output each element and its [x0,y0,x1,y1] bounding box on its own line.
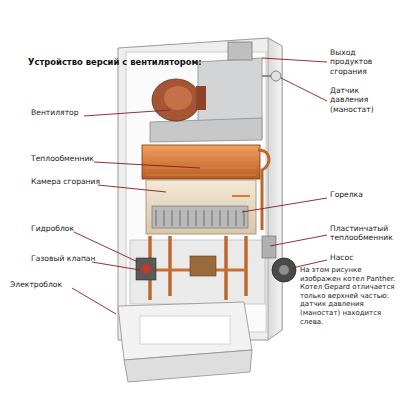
leader-line [72,288,116,314]
note-text: На этом рисунке изображен котел Panther.… [300,266,398,326]
leader-line [84,110,170,116]
combustion-chamber [146,180,256,234]
part-label: Камера сгорания [31,177,111,186]
part-label: Выход продуктов сгорания [330,48,390,76]
part-label: Горелка [330,190,390,199]
part-label: Насос [330,253,390,262]
leader-line [281,78,327,101]
part-label: Гидроблок [31,224,111,233]
leader-line [262,58,327,62]
leader-line [94,162,200,168]
leader-line [92,262,140,270]
part-label: Электроблок [10,280,90,289]
leader-line [242,198,327,212]
electronics-box [118,302,252,382]
leader-lines [72,58,327,314]
leader-line [270,235,327,246]
part-label: Вентилятор [31,108,111,117]
part-label: Газовый клапан [31,254,111,263]
leader-line [98,185,166,192]
part-label: Теплообменник [31,154,111,163]
part-label: Пластинчатый теплообменник [330,224,398,243]
fan [152,79,206,121]
part-label: Датчик давления (маностат) [330,86,390,114]
casing [118,38,282,340]
diagram-title: Устройство версий с вентилятором: [28,57,202,67]
